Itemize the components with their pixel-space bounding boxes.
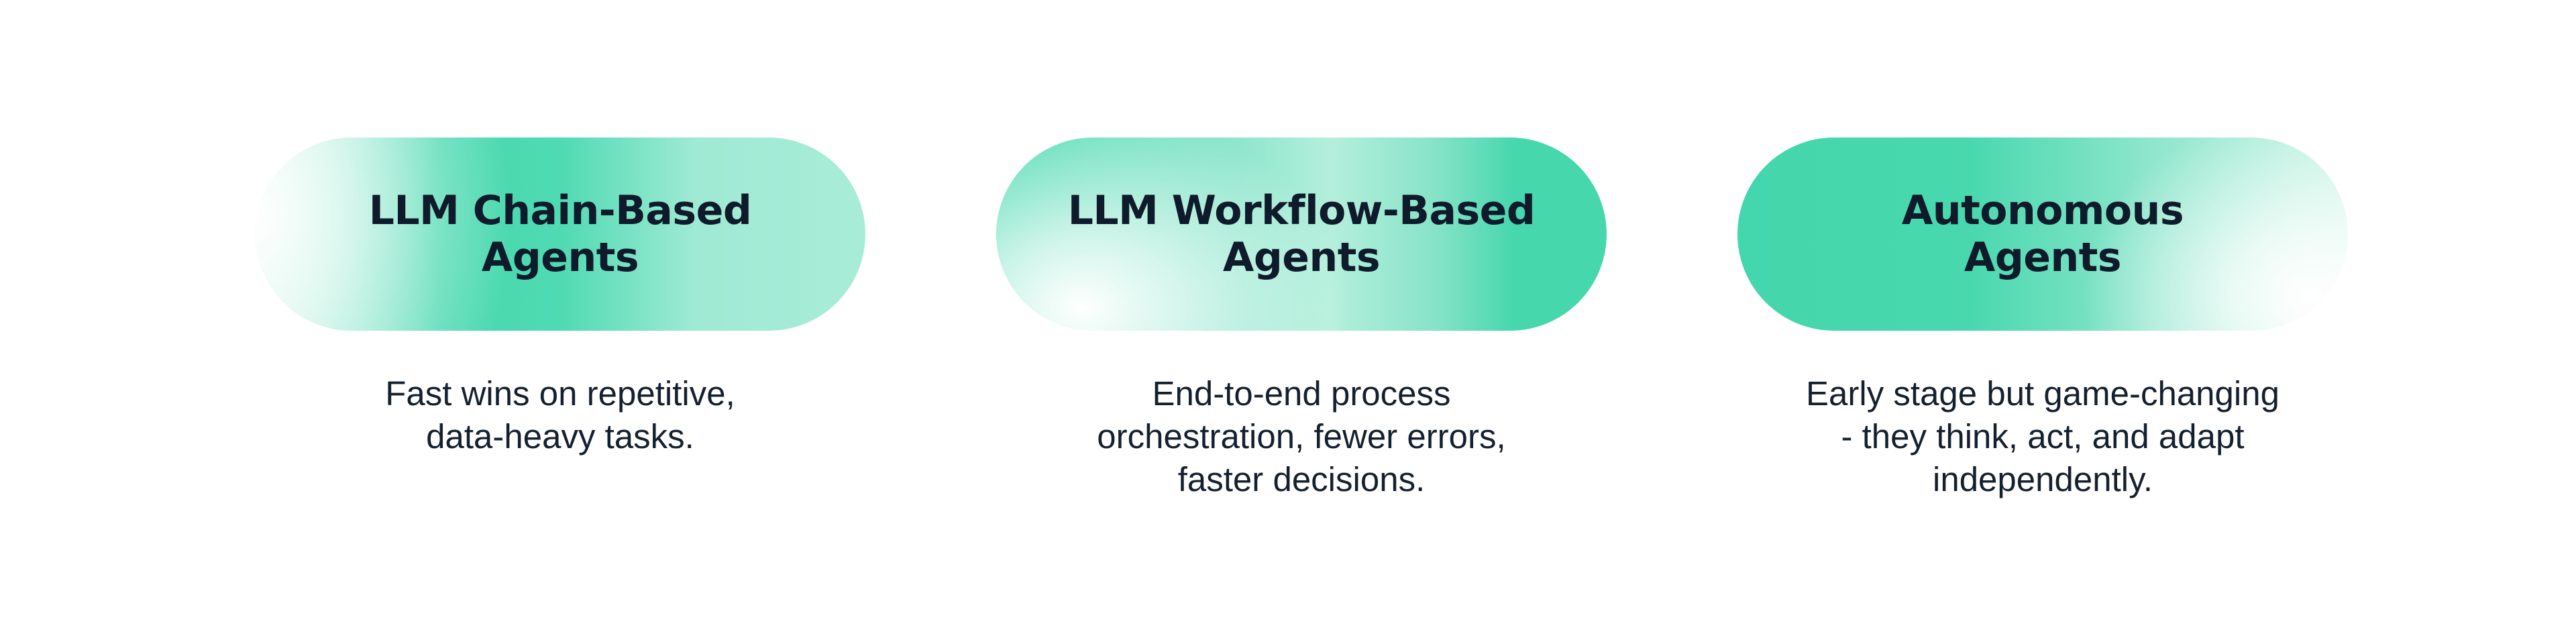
card-description: Fast wins on repetitive, data-heavy task… (255, 372, 865, 458)
pill-title: LLM Chain-Based Agents (369, 187, 752, 281)
agent-card-autonomous: Autonomous Agents Early stage but game-c… (1737, 0, 2348, 644)
pill-title-line-1: LLM Workflow-Based (1067, 187, 1536, 234)
agent-card-chain-based: LLM Chain-Based Agents Fast wins on repe… (255, 0, 865, 644)
pill-title-line-2: Agents (1964, 234, 2122, 281)
description-line-3: faster decisions. (1177, 460, 1426, 498)
agent-card-workflow-based: LLM Workflow-Based Agents End-to-end pro… (996, 0, 1607, 644)
pill-title-line-2: Agents (481, 234, 639, 281)
pill-title-line-2: Agents (1222, 234, 1381, 281)
pill-autonomous: Autonomous Agents (1737, 138, 2348, 331)
description-line-1: Fast wins on repetitive, (385, 374, 735, 413)
pill-workflow-based: LLM Workflow-Based Agents (996, 138, 1607, 331)
pill-title: LLM Workflow-Based Agents (1068, 187, 1536, 281)
description-line-1: End-to-end process (1152, 374, 1451, 413)
pill-chain-based: LLM Chain-Based Agents (255, 138, 865, 331)
description-line-2: - they think, act, and adapt (1841, 417, 2245, 455)
pill-title-line-1: Autonomous (1901, 187, 2184, 234)
description-line-1: Early stage but game-changing (1806, 374, 2279, 413)
description-line-3: independently. (1933, 460, 2153, 498)
card-description: Early stage but game-changing - they thi… (1737, 372, 2348, 501)
description-line-2: orchestration, fewer errors, (1097, 417, 1506, 455)
card-description: End-to-end process orchestration, fewer … (996, 372, 1607, 501)
pill-title-line-1: LLM Chain-Based (368, 187, 752, 234)
pill-title: Autonomous Agents (1902, 187, 2184, 281)
description-line-2: data-heavy tasks. (426, 417, 694, 455)
